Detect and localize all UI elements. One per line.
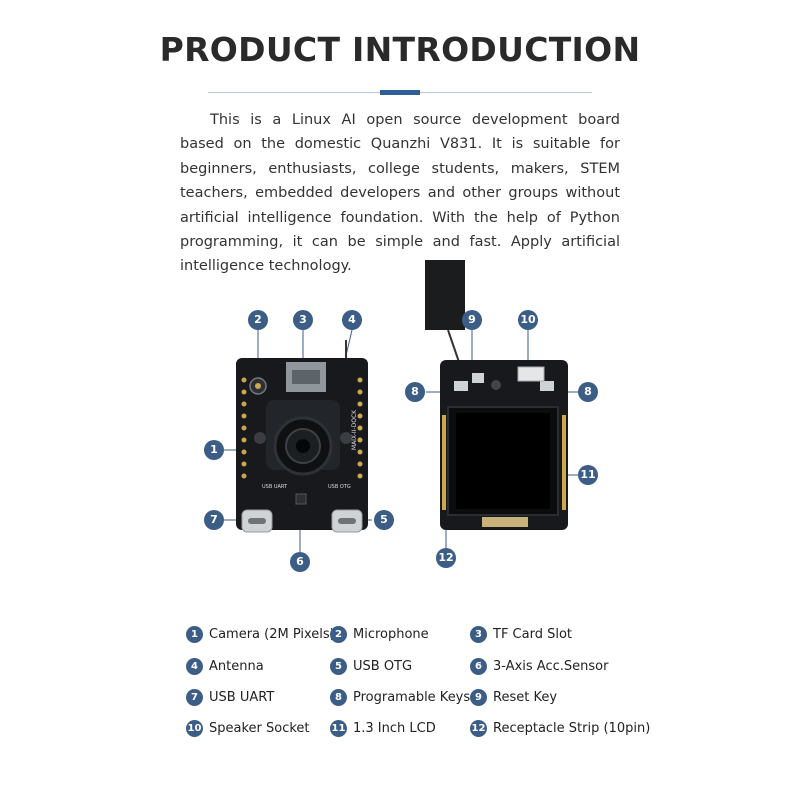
legend-item: 6 3-Axis Acc.Sensor [470,658,608,675]
legend-number: 2 [330,626,347,643]
legend-number: 12 [470,720,487,737]
callout-key-left: 8 [405,382,425,402]
legend-label: Reset Key [493,690,558,705]
callout-receptacle-strip: 12 [436,548,456,568]
legend-label: Antenna [209,659,264,674]
callout-key-right: 8 [578,382,598,402]
legend-item: 4 Antenna [186,658,264,675]
legend-label: USB UART [209,690,275,705]
legend-item: 5 USB OTG [330,658,412,675]
callout-reset-key: 9 [462,310,482,330]
legend-number: 3 [470,626,487,643]
intro-text: This is a Linux AI open source developme… [180,112,620,275]
legend-number: 1 [186,626,203,643]
legend-number: 6 [470,658,487,675]
legend-label: Programable Keys [353,690,471,705]
legend-label: Receptacle Strip (10pin) [493,721,651,736]
page-title: PRODUCT INTRODUCTION [159,30,641,69]
legend-number: 5 [330,658,347,675]
callout-tf-card-slot: 3 [293,310,313,330]
usb-otg-silkscreen: USB OTG [328,484,351,490]
legend-item: 12 Receptacle Strip (10pin) [470,720,650,737]
callout-antenna: 4 [342,310,362,330]
legend-number: 7 [186,689,203,706]
callout-camera: 1 [204,440,224,460]
callout-acc-sensor: 6 [290,552,310,572]
legend-item: 2 Microphone [330,626,429,643]
legend-label: 1.3 Inch LCD [353,721,436,736]
board-silkscreen-name: MAIX-II-DOCK [351,409,358,450]
legend-item: 10 Speaker Socket [186,720,310,737]
legend-label: Speaker Socket [209,721,310,736]
legend-item: 11 1.3 Inch LCD [330,720,436,737]
legend-label: 3-Axis Acc.Sensor [493,659,609,674]
legend-item: 9 Reset Key [470,689,557,706]
title-accent-bar [380,90,420,95]
legend-number: 9 [470,689,487,706]
legend-item: 7 USB UART [186,689,274,706]
legend-label: TF Card Slot [493,627,573,642]
callout-usb-uart: 7 [204,510,224,530]
board-back-image [425,260,568,530]
callout-speaker-socket: 10 [518,310,538,330]
legend-number: 8 [330,689,347,706]
callout-lcd: 11 [578,465,598,485]
legend-item: 3 TF Card Slot [470,626,572,643]
intro-paragraph: This is a Linux AI open source developme… [180,108,620,279]
legend-item: 1 Camera (2M Pixels) [186,626,335,643]
usb-uart-silkscreen: USB UART [262,484,288,490]
legend-label: Camera (2M Pixels) [209,627,335,642]
legend-item: 8 Programable Keys [330,689,470,706]
legend: 1 Camera (2M Pixels) 2 Microphone 3 TF C… [186,622,650,752]
legend-number: 4 [186,658,203,675]
legend-label: USB OTG [353,659,413,674]
legend-number: 11 [330,720,347,737]
callout-usb-otg: 5 [374,510,394,530]
legend-label: Microphone [353,627,429,642]
callout-microphone: 2 [248,310,268,330]
board-front-image: MAIX-II-DOCK USB UART USB OTG [236,340,368,533]
legend-number: 10 [186,720,203,737]
